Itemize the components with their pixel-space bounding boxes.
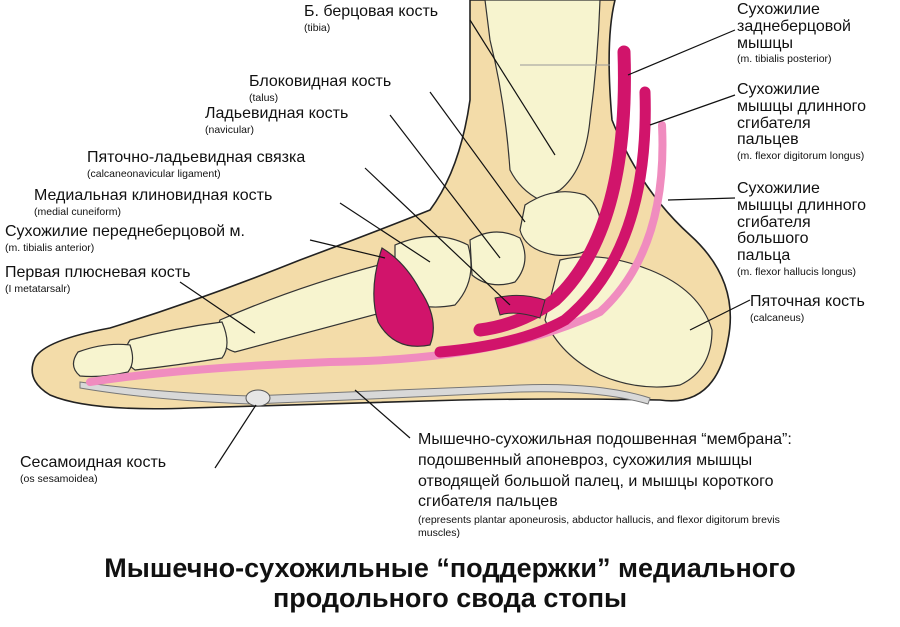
label-metatarsal: Первая плюсневая кость (I metatarsalr) — [5, 264, 191, 295]
tibialis-posterior-tendon — [473, 45, 631, 337]
label-medial-cuneiform: Медиальная клиновидная кость (medial cun… — [34, 187, 273, 218]
label-fhl-lat: (m. flexor hallucis longus) — [737, 265, 857, 278]
label-membrane-ru-1: Мышечно-сухожильная подошвенная “мембран… — [418, 431, 792, 448]
label-membrane-lat-1: (represents plantar aponeurosis, abducto… — [418, 514, 780, 527]
label-tibialis-anterior-ru: Сухожилие переднеберцовой м. — [5, 223, 245, 240]
label-tibialis-posterior-ru-2: заднеберцовой — [737, 17, 851, 35]
label-sesamoid: Сесамоидная кость (os sesamoidea) — [20, 454, 167, 485]
label-fhl: Сухожилие мышцы длинного сгибателя больш… — [737, 180, 867, 278]
diagram-title-line-1: Мышечно-сухожильные “поддержки” медиальн… — [104, 553, 796, 583]
label-calcaneonavicular-ru: Пяточно-ладьевидная связка — [87, 149, 306, 166]
label-calcaneus-lat: (calcaneus) — [750, 311, 805, 324]
label-navicular-ru: Ладьевидная кость — [205, 105, 349, 122]
distal-phalanx-bone — [72, 343, 134, 378]
tibialis-anterior-tendon — [373, 247, 434, 347]
label-membrane: Мышечно-сухожильная подошвенная “мембран… — [418, 430, 792, 539]
label-tibia-ru: Б. берцовая кость — [304, 3, 439, 20]
label-tibia: Б. берцовая кость (tibia) — [304, 3, 439, 34]
label-membrane-ru-2: подошвенный апоневроз, сухожилия мышцы — [418, 451, 753, 469]
label-tibia-lat: (tibia) — [304, 21, 331, 34]
label-fhl-ru-2: мышцы длинного — [737, 196, 867, 214]
leader-lines — [179, 19, 751, 469]
label-fhl-ru-3: сгибателя — [737, 213, 811, 231]
label-tibialis-posterior: Сухожилие заднеберцовой мышцы (m. tibial… — [737, 1, 851, 66]
label-talus: Блоковидная кость (talus) — [249, 73, 392, 104]
diagram-title-line-2: продольного свода стопы — [272, 583, 628, 614]
fdl-tendon — [434, 86, 651, 358]
label-calcaneus-ru: Пяточная кость — [750, 293, 865, 310]
label-navicular: Ладьевидная кость (navicular) — [205, 105, 349, 136]
label-sesamoid-lat: (os sesamoidea) — [20, 472, 98, 485]
label-fhl-ru-4: большого — [737, 230, 809, 248]
label-metatarsal-lat: (I metatarsalr) — [5, 282, 71, 295]
label-tibialis-posterior-ru-1: Сухожилие — [737, 1, 820, 18]
label-fhl-ru-5: пальца — [737, 247, 791, 265]
label-metatarsal-ru: Первая плюсневая кость — [5, 264, 191, 281]
label-fdl-ru-4: пальцев — [737, 131, 799, 149]
label-fdl-ru-1: Сухожилие — [737, 81, 820, 98]
label-navicular-lat: (navicular) — [205, 123, 255, 136]
label-tibialis-anterior-lat: (m. tibialis anterior) — [5, 241, 95, 254]
label-fdl-ru-3: сгибателя — [737, 114, 811, 132]
sesamoid-bone — [245, 389, 271, 407]
label-fdl-ru-2: мышцы длинного — [737, 97, 867, 115]
navicular-bone — [469, 231, 526, 286]
label-fhl-ru-1: Сухожилие — [737, 180, 820, 197]
label-calcaneus: Пяточная кость (calcaneus) — [750, 293, 865, 324]
label-calcaneonavicular-lat: (calcaneonavicular ligament) — [87, 167, 221, 180]
label-tibialis-posterior-lat: (m. tibialis posterior) — [737, 53, 832, 66]
label-membrane-ru-4: сгибателя пальцев — [418, 493, 558, 511]
label-talus-ru: Блоковидная кость — [249, 73, 392, 90]
label-medial-cuneiform-lat: (medial cuneiform) — [34, 205, 121, 218]
label-sesamoid-ru: Сесамоидная кость — [20, 454, 167, 471]
calcaneonavicular-ligament — [494, 294, 546, 319]
label-tibialis-anterior: Сухожилие переднеберцовой м. (m. tibiali… — [5, 223, 245, 254]
label-medial-cuneiform-ru: Медиальная клиновидная кость — [34, 187, 273, 204]
label-membrane-lat-2: muscles) — [418, 527, 461, 540]
label-membrane-ru-3: отводящей большой палец, и мышцы коротко… — [418, 472, 774, 490]
label-talus-lat: (talus) — [249, 91, 279, 104]
diagram-title: Мышечно-сухожильные “поддержки” медиальн… — [0, 553, 900, 613]
label-fdl: Сухожилие мышцы длинного сгибателя пальц… — [737, 81, 867, 163]
label-calcaneonavicular: Пяточно-ладьевидная связка (calcaneonavi… — [87, 149, 306, 180]
label-fdl-lat: (m. flexor digitorum longus) — [737, 150, 865, 163]
label-tibialis-posterior-ru-3: мышцы — [737, 34, 793, 52]
